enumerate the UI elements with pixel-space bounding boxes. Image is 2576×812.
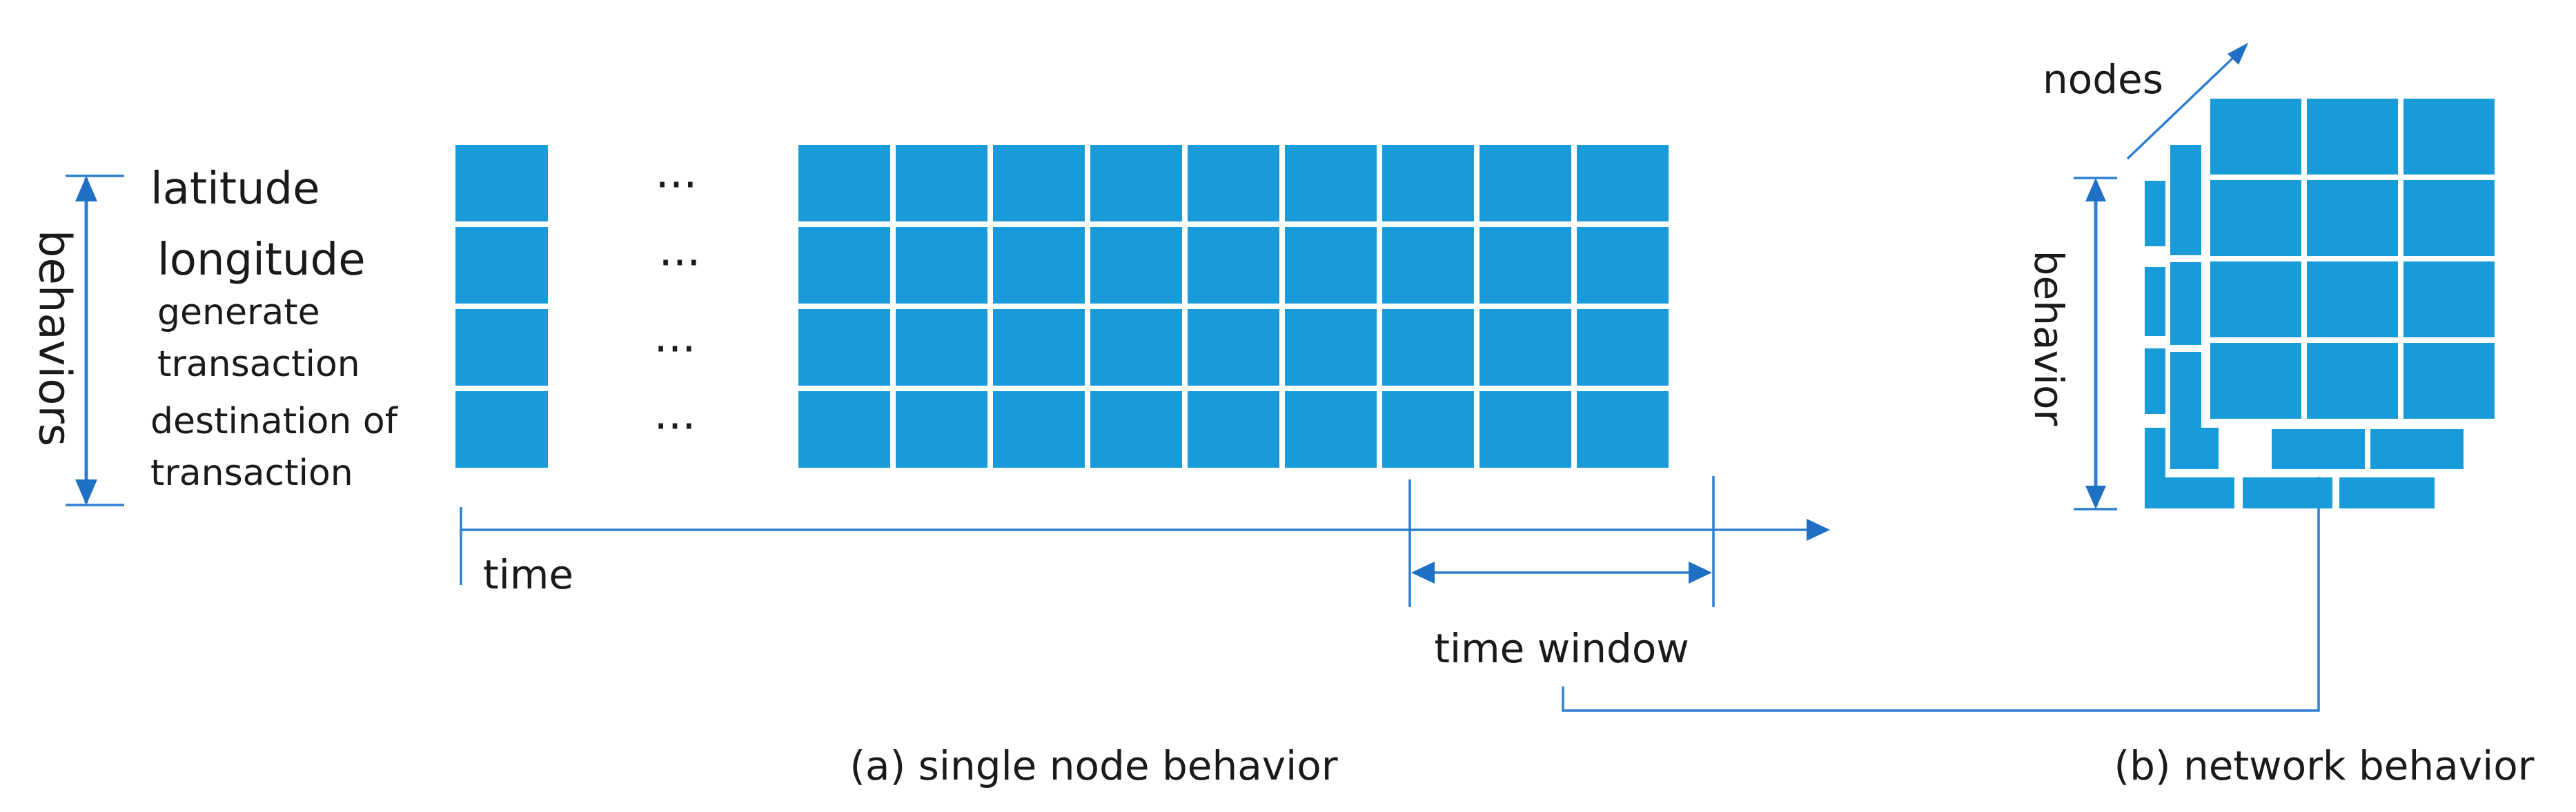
cell	[1090, 227, 1182, 304]
cell	[2307, 343, 2398, 419]
cell	[1285, 227, 1377, 304]
first-time-column	[455, 145, 548, 468]
cell	[1382, 391, 1474, 468]
ellipsis-row-3: ···	[653, 324, 696, 375]
cell	[2145, 267, 2165, 336]
behaviors-arrow	[66, 175, 124, 506]
cell	[2370, 429, 2464, 469]
behavior-label-destination-of: destination of	[150, 401, 399, 442]
cell	[2307, 99, 2398, 175]
behavior-label-transaction-1: transaction	[157, 344, 360, 385]
cell	[2210, 343, 2301, 419]
cell	[2210, 261, 2301, 337]
cell	[2210, 180, 2301, 256]
cell	[1090, 391, 1182, 468]
time-window-bracket	[1408, 476, 1715, 607]
ellipsis-row-2: ···	[658, 238, 700, 289]
cell	[993, 227, 1085, 304]
behavior-axis-label: behavior	[2025, 250, 2072, 426]
cell	[2145, 348, 2165, 414]
ellipsis-row-1: ···	[655, 160, 697, 211]
behavior-arrow	[2074, 177, 2117, 511]
cell	[2403, 343, 2495, 419]
cell	[1188, 227, 1279, 304]
cell	[896, 227, 987, 304]
cell	[2170, 145, 2201, 255]
cell	[1090, 309, 1182, 386]
cell	[1188, 391, 1279, 468]
cell	[1479, 309, 1571, 386]
single-node-panel: behaviors latitude longitude generate tr…	[28, 145, 2330, 789]
cell	[455, 145, 548, 221]
cell	[798, 309, 890, 386]
cell	[1577, 227, 1669, 304]
ellipsis-row-4: ···	[653, 402, 696, 453]
cell	[2403, 180, 2495, 256]
cell	[2339, 477, 2435, 508]
behavior-label-longitude: longitude	[157, 235, 366, 286]
cell	[1577, 391, 1669, 468]
cell	[455, 391, 548, 468]
cell	[993, 309, 1085, 386]
cell	[2210, 99, 2301, 175]
cell	[896, 145, 987, 221]
cell	[2307, 180, 2398, 256]
time-axis	[460, 507, 1830, 585]
cell	[1577, 145, 1669, 221]
cell	[896, 391, 987, 468]
behaviors-axis-label: behaviors	[28, 230, 79, 446]
cell	[1479, 145, 1571, 221]
cell	[798, 145, 890, 221]
caption-a: (a) single node behavior	[849, 742, 1337, 789]
cell	[1285, 145, 1377, 221]
cell	[2272, 429, 2365, 469]
cell	[2307, 261, 2398, 337]
behavior-label-transaction-2: transaction	[150, 453, 353, 494]
cell	[993, 391, 1085, 468]
cell	[2145, 477, 2234, 508]
cell	[455, 227, 548, 304]
caption-b: (b) network behavior	[2114, 742, 2534, 789]
cell	[1382, 145, 1474, 221]
cell	[1382, 309, 1474, 386]
cell	[2243, 477, 2332, 508]
cell	[1090, 145, 1182, 221]
time-series-grid	[798, 145, 1669, 468]
time-label: time	[483, 551, 573, 598]
cell	[1382, 227, 1474, 304]
cell	[1479, 227, 1571, 304]
cell	[1577, 309, 1669, 386]
node-layer-stack	[2145, 99, 2495, 508]
cell	[1285, 391, 1377, 468]
behavior-label-latitude: latitude	[150, 164, 320, 215]
cell	[798, 227, 890, 304]
behavior-label-generate: generate	[157, 292, 320, 333]
cell	[2170, 428, 2219, 469]
cell	[2170, 262, 2201, 345]
nodes-label: nodes	[2043, 56, 2163, 103]
connector-arrow	[1562, 476, 2330, 712]
network-panel: nodes behavior (b) network behavior	[2025, 43, 2535, 789]
cell	[2145, 181, 2165, 246]
cell	[2403, 99, 2495, 175]
cell	[1188, 145, 1279, 221]
cell	[2403, 261, 2495, 337]
cell	[455, 309, 548, 386]
cell	[2145, 428, 2165, 483]
cell	[1188, 309, 1279, 386]
cell	[2170, 352, 2201, 428]
cell	[993, 145, 1085, 221]
nodes-arrow	[2126, 43, 2248, 160]
cell	[798, 391, 890, 468]
time-window-label: time window	[1434, 625, 1689, 672]
cell	[896, 309, 987, 386]
cell	[1479, 391, 1571, 468]
cell	[1285, 309, 1377, 386]
